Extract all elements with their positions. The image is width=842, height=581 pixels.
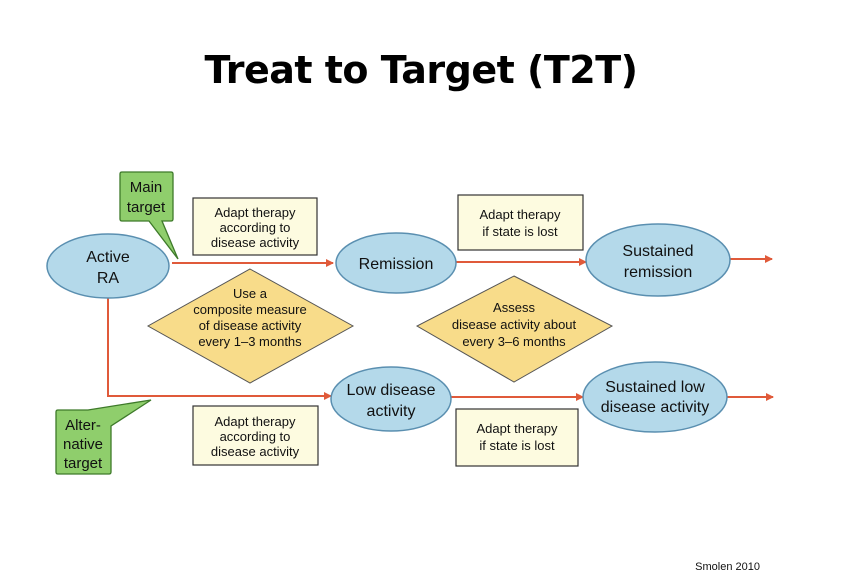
node-low-disease-activity: Low disease activity: [330, 366, 452, 432]
box-line: disease activity: [211, 235, 300, 250]
callout-line: Alter-: [65, 417, 101, 434]
callout-line: native: [63, 436, 103, 453]
diamond-line: composite measure: [193, 302, 306, 317]
box-line: Adapt therapy: [215, 414, 296, 429]
box-line: according to: [220, 429, 291, 444]
node-line: RA: [97, 270, 120, 287]
diamond-assess: Assess disease activity about every 3–6 mo…: [415, 275, 614, 383]
callout-line: target: [127, 199, 166, 216]
box-line: Adapt therapy: [480, 207, 561, 222]
callout-alternative-target: Alter-native target: [55, 399, 152, 475]
box-line: if state is lost: [482, 224, 558, 239]
box-line: if state is lost: [479, 438, 555, 453]
diamond-line: disease activity about: [452, 317, 577, 332]
box-adapt-top-right: Adapt therapy if state is lost: [457, 194, 584, 251]
node-line: Active: [86, 249, 130, 266]
node-line: Sustained low: [605, 379, 705, 396]
diamond-line: every 3–6 months: [462, 334, 566, 349]
page-title: Treat to Target (T2T): [204, 48, 638, 92]
node-sustained-remission: Sustained remission: [585, 223, 731, 297]
node-line: remission: [624, 264, 692, 281]
node-remission: Remission: [335, 232, 457, 294]
callout-line: Main: [130, 179, 163, 196]
callout-line: target: [64, 455, 103, 472]
box-line: Adapt therapy: [215, 205, 296, 220]
node-line: activity: [367, 403, 416, 420]
node-line: Remission: [359, 256, 434, 273]
box-line: Adapt therapy: [477, 421, 558, 436]
svg-text:Remission: Remission: [359, 256, 434, 273]
node-line: Sustained: [622, 243, 693, 260]
box-adapt-bottom-right: Adapt therapy if state is lost: [455, 408, 579, 467]
diamond-line: Assess: [493, 300, 535, 315]
diamond-line: of disease activity: [199, 318, 302, 333]
box-line: disease activity: [211, 444, 300, 459]
source-credit: Smolen 2010: [695, 561, 760, 573]
callout-main-target: Main target: [119, 171, 179, 260]
node-line: Low disease: [347, 382, 436, 399]
node-line: disease activity: [601, 399, 710, 416]
box-line: according to: [220, 220, 291, 235]
diamond-line: Use a: [233, 286, 268, 301]
diamond-line: every 1–3 months: [198, 334, 302, 349]
node-sustained-low-disease-activity: Sustained low disease activity: [582, 361, 728, 433]
arrow-active-to-low: [107, 298, 332, 400]
connectors: [107, 255, 774, 401]
